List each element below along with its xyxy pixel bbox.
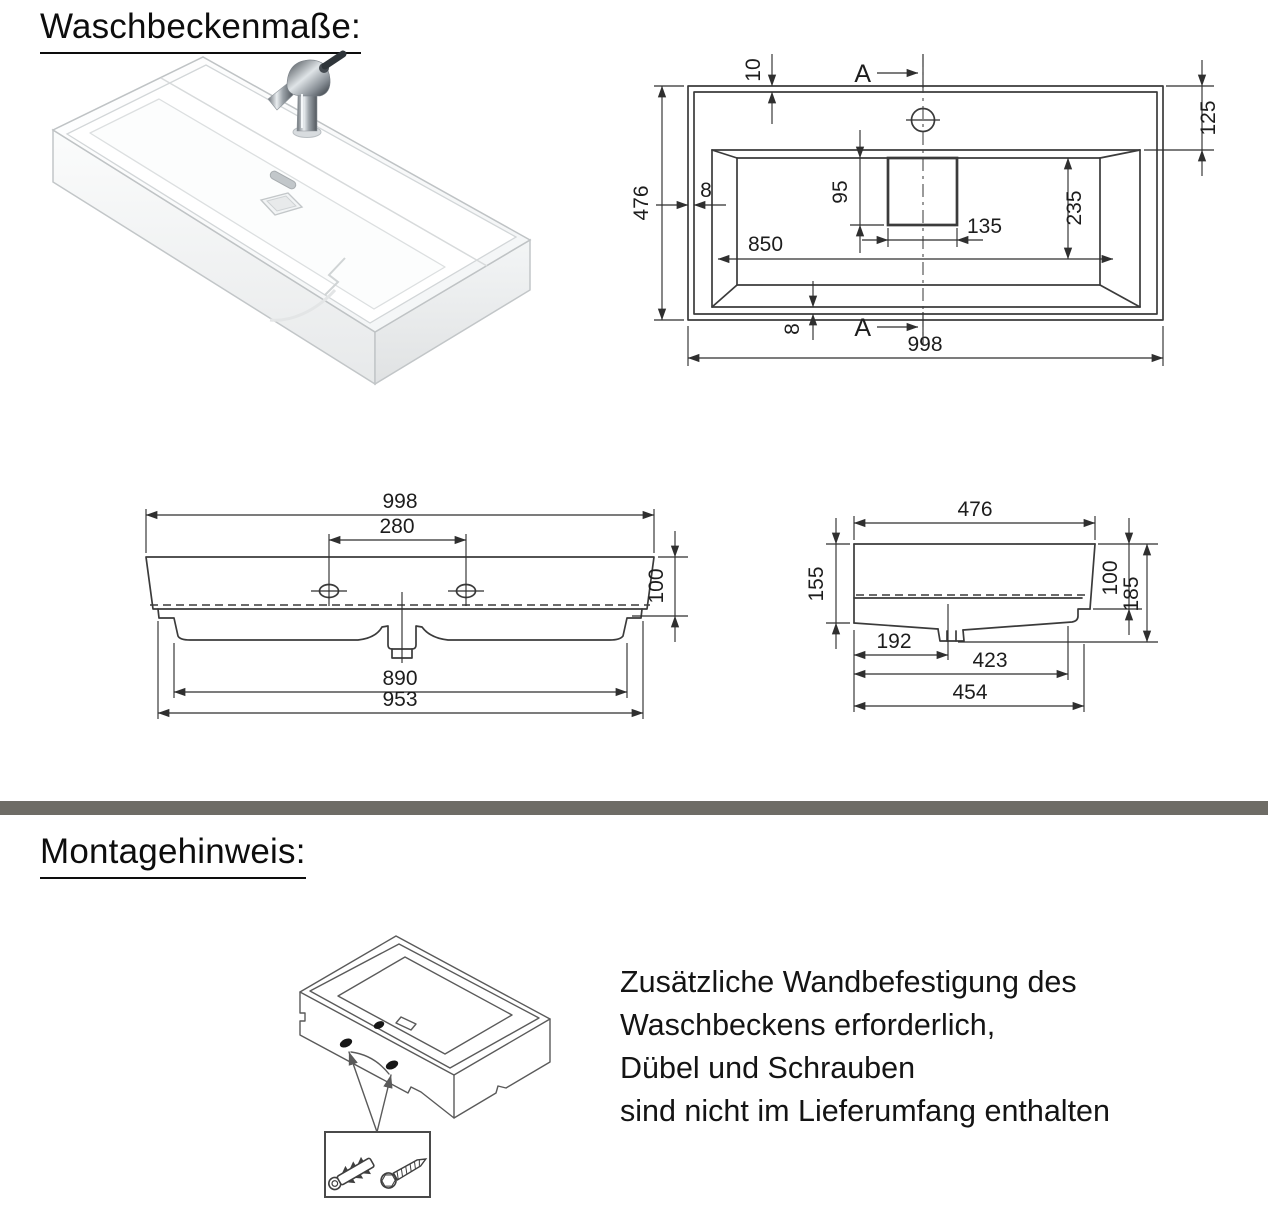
dim-basin-depth: 235 — [1063, 190, 1086, 225]
dim-rim-top: 10 — [742, 58, 765, 81]
overflow-slot — [395, 1016, 417, 1031]
side-face-outline — [453, 1018, 551, 1119]
front-underside-profile — [157, 608, 643, 650]
top-view-dimensions: 476 10 125 8 95 — [630, 54, 1220, 366]
mounting-hole-left — [339, 1038, 353, 1048]
sink-drain-cover — [259, 192, 304, 216]
dim-drain-depth: 95 — [829, 180, 852, 203]
dim-front-height: 155 — [805, 566, 828, 601]
mounting-note-line: Waschbeckens erforderlich, — [620, 1008, 996, 1042]
sink-overflow-slot — [269, 170, 297, 190]
faucet-handle — [321, 50, 347, 70]
mounting-note-line: sind nicht im Lieferumfang enthalten — [620, 1094, 1110, 1128]
section-label-a-bottom: A — [854, 314, 871, 342]
section-title-dimensions: Waschbeckenmaße: — [40, 7, 361, 54]
screw-icon — [380, 1158, 428, 1189]
sink-3d-render — [51, 50, 532, 386]
top-view-outline — [687, 54, 1164, 343]
hardware-box — [324, 1131, 431, 1198]
top-view-drawing: 476 10 125 8 95 — [630, 54, 1220, 366]
dim-height: 100 — [645, 568, 668, 603]
front-face-outline — [299, 991, 455, 1119]
dim-overall-depth: 476 — [957, 498, 992, 521]
mounting-hole-right — [385, 1060, 399, 1070]
dim-rim-bottom: 8 — [781, 323, 804, 335]
dim-total-height: 185 — [1120, 576, 1143, 611]
dim-basin-width: 850 — [748, 233, 783, 256]
sink-shelf-edge — [160, 77, 488, 267]
mounting-note-line: Dübel und Schrauben — [620, 1051, 916, 1085]
dim-drain-from-front: 192 — [876, 630, 911, 653]
faucet — [267, 50, 347, 138]
dim-basin-width: 890 — [382, 667, 417, 690]
mounting-note: Zusätzliche Wandbefestigung des Waschbec… — [620, 961, 1110, 1133]
dim-rim-side: 8 — [700, 179, 712, 202]
hole-leaders — [348, 1051, 393, 1133]
wall-plug-icon — [328, 1156, 375, 1191]
dim-overall-width: 998 — [907, 333, 942, 356]
dim-drain-width: 135 — [967, 215, 1002, 238]
side-view-dimensions: 476 155 100 185 192 423 — [805, 498, 1158, 712]
front-view-drawing: 998 280 100 890 953 — [145, 490, 688, 719]
mounting-sketch — [299, 935, 551, 1198]
side-view-drawing: 476 155 100 185 192 423 — [805, 498, 1158, 712]
dim-tap-hole-spacing: 280 — [379, 515, 414, 538]
basin-reflection — [269, 288, 337, 322]
section-title-mounting: Montagehinweis: — [40, 832, 306, 879]
dim-inner-depth: 423 — [972, 649, 1007, 672]
dim-base-depth: 454 — [952, 681, 987, 704]
dim-base-width: 953 — [382, 688, 417, 711]
section-label-a-top: A — [854, 60, 871, 88]
dim-overall-depth: 476 — [630, 185, 653, 220]
drain-hole — [373, 1021, 385, 1029]
section-divider — [0, 801, 1268, 815]
side-trap — [937, 628, 965, 642]
sink-underside-sketch — [299, 935, 551, 1119]
side-view-outline — [853, 543, 1158, 660]
mounting-note-line: Zusätzliche Wandbefestigung des — [620, 965, 1077, 999]
front-view-outline — [145, 556, 655, 663]
front-view-dimensions: 998 280 100 890 953 — [145, 490, 688, 719]
basin-reflection-crack — [324, 257, 346, 296]
dim-tap-edge: 125 — [1197, 100, 1220, 135]
sink-body — [51, 56, 532, 386]
dim-height: 100 — [1099, 560, 1122, 595]
dim-overall-width: 998 — [382, 490, 417, 513]
